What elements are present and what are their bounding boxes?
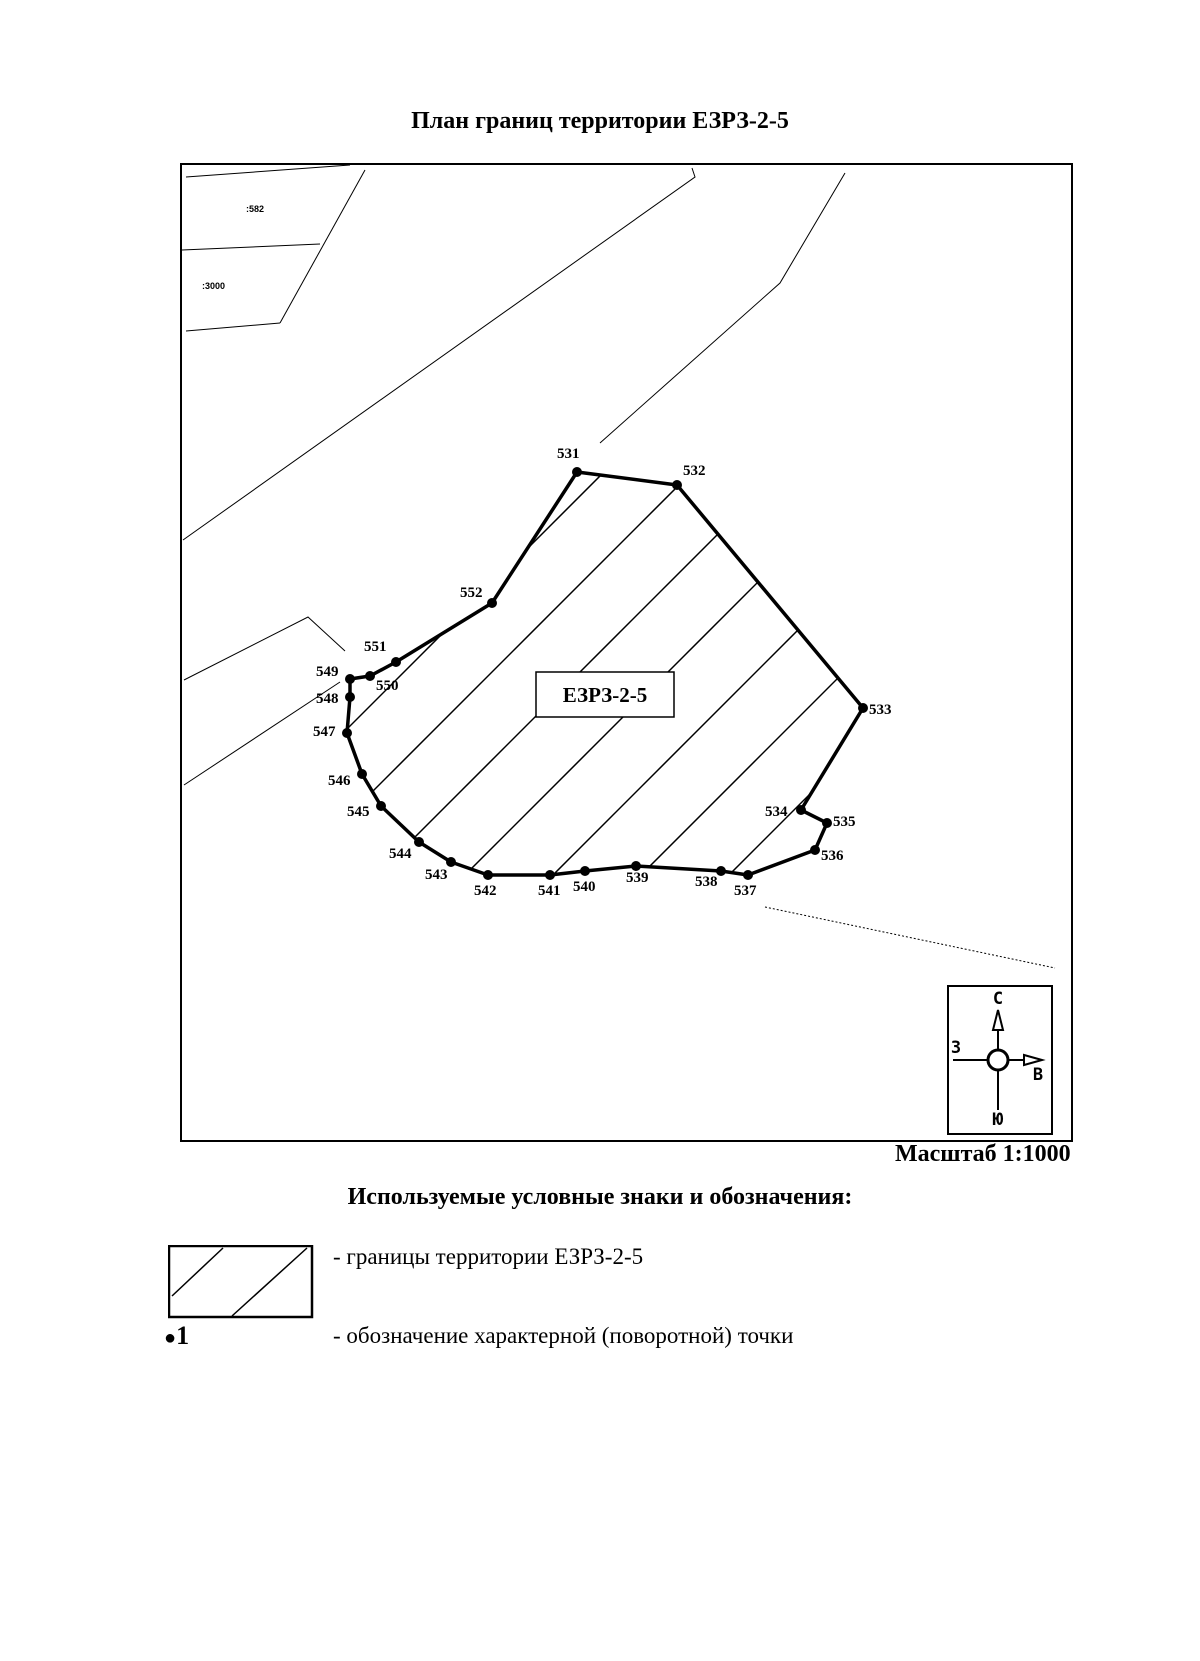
hatch-line (347, 472, 863, 875)
turning-point-536 (810, 845, 820, 855)
hatch-line (347, 515, 863, 875)
hatch-line (347, 472, 863, 701)
point-label-540: 540 (573, 879, 596, 895)
point-label-533: 533 (869, 702, 892, 718)
diagonal-road-left (279, 169, 366, 324)
zone-label: ЕЗРЗ-2-5 (563, 683, 648, 707)
point-label-543: 543 (425, 867, 448, 883)
turning-point-544 (414, 837, 424, 847)
road-bottom (764, 906, 1056, 969)
parcel-582-boundary (185, 164, 351, 178)
turning-point-545 (376, 801, 386, 811)
turning-points: 531 532 533 534 535 536 537 538 539 540 541 542 543 5… (313, 446, 892, 899)
compass-frame (947, 985, 1053, 1135)
point-label-551: 551 (364, 639, 387, 655)
point-label-544: 544 (389, 846, 412, 862)
turning-point-532 (672, 480, 682, 490)
hatch-line (347, 472, 863, 875)
point-label-545: 545 (347, 804, 370, 820)
point-label-536: 536 (821, 848, 844, 864)
point-label-535: 535 (833, 814, 856, 830)
point-bullet-icon: ● (164, 1327, 177, 1349)
turning-point-549 (345, 674, 355, 684)
parcel-label-3000: :3000 (202, 281, 225, 291)
point-label-537: 537 (734, 883, 757, 899)
turning-point-533 (858, 703, 868, 713)
point-label-547: 547 (313, 724, 336, 740)
turning-point-552 (487, 598, 497, 608)
zone-label-box (535, 671, 675, 718)
turning-point-538 (716, 866, 726, 876)
hatch-line (347, 779, 863, 875)
point-label-531: 531 (557, 446, 580, 462)
zone-hatching (347, 472, 863, 875)
turning-point-535 (822, 818, 832, 828)
boundary-map: :582 :3000 531 532 533 534 535 536 537 538 539 54… (180, 163, 1073, 1142)
turning-point-531 (572, 467, 582, 477)
turning-point-551 (391, 657, 401, 667)
turning-point-548 (345, 692, 355, 702)
turning-point-539 (631, 861, 641, 871)
compass-east: В (1033, 1065, 1043, 1085)
turning-point-543 (446, 857, 456, 867)
map-frame (180, 163, 1073, 1142)
road-upper (182, 167, 696, 541)
road-upper-right (599, 172, 846, 444)
parcel-label-582: :582 (246, 204, 264, 214)
compass-south: Ю (993, 1110, 1004, 1130)
point-label-549: 549 (316, 664, 339, 680)
map-title: План границ территории ЕЗРЗ-2-5 (411, 108, 789, 134)
background-lines (181, 164, 1056, 969)
left-stub-bottom (183, 681, 341, 786)
turning-point-541 (545, 870, 555, 880)
compass-north: С (993, 989, 1003, 1009)
compass-west: З (951, 1038, 961, 1058)
point-label-548: 548 (316, 691, 339, 707)
hatch-line (347, 472, 863, 875)
turning-point-534 (796, 805, 806, 815)
point-label-534: 534 (765, 804, 788, 820)
legend-point-symbol: ●1 (164, 1321, 189, 1351)
point-label-539: 539 (626, 870, 649, 886)
turning-point-547 (342, 728, 352, 738)
hatch-line (347, 472, 863, 875)
point-label-541: 541 (538, 883, 561, 899)
turning-point-542 (483, 870, 493, 880)
point-label-552: 552 (460, 585, 483, 601)
point-label-550: 550 (376, 678, 399, 694)
point-label-538: 538 (695, 874, 718, 890)
point-label-532: 532 (683, 463, 706, 479)
legend-hatch-symbol (168, 1245, 314, 1319)
parcel-582-bottom (181, 243, 321, 251)
scale-label: Масштаб 1:1000 (895, 1141, 1071, 1167)
legend-item-point: - обозначение характерной (поворотной) т… (333, 1323, 794, 1348)
legend-point-number: 1 (176, 1321, 190, 1350)
turning-point-550 (365, 671, 375, 681)
east-arrow-icon (1023, 1053, 1046, 1067)
parcel-3000-bottom (185, 322, 281, 332)
left-stub-top (183, 616, 346, 681)
legend-title: Используемые условные знаки и обозначени… (347, 1184, 853, 1210)
hatch-line (347, 691, 863, 875)
turning-point-537 (743, 870, 753, 880)
north-arrow-icon (991, 1009, 1005, 1031)
turning-point-546 (357, 769, 367, 779)
point-label-546: 546 (328, 773, 351, 789)
compass-center (986, 1048, 1010, 1072)
turning-point-540 (580, 866, 590, 876)
compass-rose: С Ю З В (947, 985, 1053, 1135)
legend-item-zone: - границы территории ЕЗРЗ-2-5 (333, 1244, 644, 1269)
point-label-542: 542 (474, 883, 497, 899)
